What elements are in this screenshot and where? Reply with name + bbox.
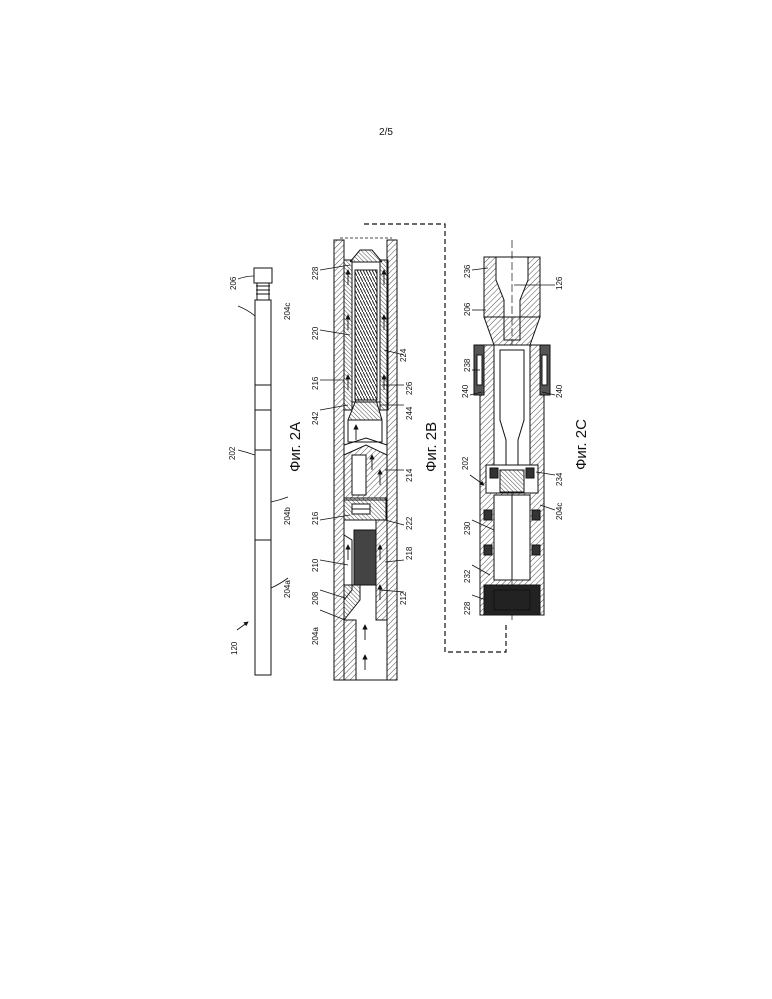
caption-fig-2c: Фиг. 2С [573,419,590,470]
upper-coil-section [344,250,388,442]
label-216-upper: 216 [311,376,320,390]
label-126: 126 [555,276,564,290]
figure-2a: 206 204c 202 204b 204a 120 Фиг. 2А [228,268,304,675]
connector-232-228 [484,585,540,615]
label-222: 222 [405,516,414,530]
label-232: 232 [463,569,472,583]
label-212: 212 [399,591,408,605]
label-244: 244 [405,406,414,420]
label-204c: 204c [555,503,564,520]
label-202: 202 [461,456,470,470]
label-228: 228 [463,601,472,615]
label-230: 230 [463,521,472,535]
label-224: 224 [399,348,408,362]
label-208: 208 [311,591,320,605]
label-216-lower: 216 [311,511,320,525]
figure-2c: 228 232 230 202 240 238 206 236 204c 234… [461,240,590,620]
label-204a: 204a [311,627,320,645]
label-206: 206 [229,276,238,290]
label-226: 226 [405,381,414,395]
label-228: 228 [311,266,320,280]
label-120: 120 [230,641,239,655]
label-218: 218 [405,546,414,560]
label-234: 234 [555,472,564,486]
label-204b: 204b [283,507,292,525]
label-242: 242 [311,411,320,425]
label-202: 202 [228,446,237,460]
label-214: 214 [405,468,414,482]
label-220: 220 [311,326,320,340]
mid-wedge-section [344,438,387,498]
label-236: 236 [463,264,472,278]
figure-2b: 204a 208 210 216 242 216 220 228 212 218… [311,238,440,680]
label-240-right: 240 [555,384,564,398]
caption-fig-2a: Фиг. 2А [287,422,304,472]
label-204c: 204c [283,303,292,320]
tool-string-outline [254,268,272,675]
label-238: 238 [463,358,472,372]
label-204a: 204a [283,580,292,598]
bearing-234 [486,465,538,493]
label-240-left: 240 [461,384,470,398]
label-206: 206 [463,302,472,316]
caption-fig-2b: Фиг. 2В [423,422,440,472]
lower-flow-section [344,498,387,680]
label-210: 210 [311,558,320,572]
